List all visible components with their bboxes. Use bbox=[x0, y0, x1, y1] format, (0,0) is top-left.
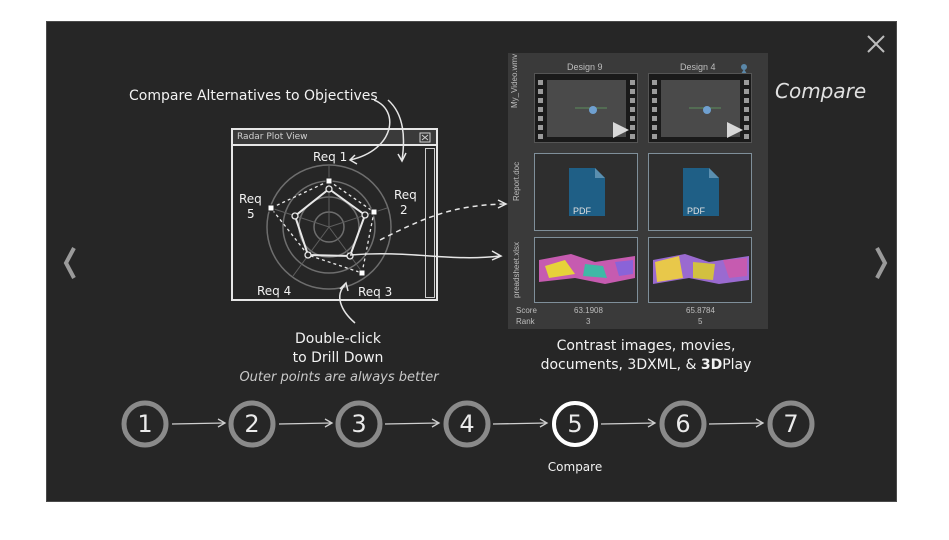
brand-3d: 3D bbox=[700, 357, 723, 373]
design-b-header: Design 4 bbox=[680, 62, 716, 72]
window-close-icon[interactable] bbox=[419, 132, 431, 143]
radar-point-req3 bbox=[358, 269, 366, 277]
previous-arrow-icon[interactable] bbox=[62, 246, 78, 280]
score-value-a: 63.1908 bbox=[574, 306, 603, 315]
score-label: Score bbox=[516, 306, 537, 315]
rank-value-b: 5 bbox=[698, 317, 703, 326]
step-1-number: 1 bbox=[137, 410, 153, 438]
step-7-number: 7 bbox=[783, 410, 799, 438]
step-3-button[interactable]: 3 bbox=[334, 399, 384, 449]
contrast-annotation-line2: documents, 3DXML, & 3DPlay bbox=[530, 357, 762, 373]
drill-annotation-line2: to Drill Down bbox=[292, 350, 384, 366]
req5-label-line1: Req bbox=[239, 192, 262, 206]
req5-label-line2: 5 bbox=[247, 207, 255, 221]
radar-window-title: Radar Plot View bbox=[233, 130, 436, 146]
document-thumbnail-b[interactable]: PDF bbox=[648, 153, 752, 231]
video-thumbnail-b[interactable] bbox=[648, 73, 752, 143]
pdf-label-a: PDF bbox=[573, 206, 591, 216]
pdf-label-b: PDF bbox=[687, 206, 705, 216]
radar-scrollbar[interactable] bbox=[425, 148, 435, 298]
radar-point-req2 bbox=[370, 208, 378, 216]
req3-label: Req 3 bbox=[358, 285, 393, 299]
radar-point-req1 bbox=[325, 177, 333, 185]
page-title: Compare bbox=[775, 79, 867, 103]
step-5-caption: Compare bbox=[547, 460, 603, 474]
document-thumbnail-a[interactable]: PDF bbox=[534, 153, 638, 231]
design-a-header: Design 9 bbox=[567, 62, 603, 72]
req4-label: Req 4 bbox=[257, 284, 292, 298]
compare-panel: Design 9 Design 4 My_Video.wmv Report.do… bbox=[508, 53, 768, 329]
rank-label: Rank bbox=[516, 317, 535, 326]
step-3-number: 3 bbox=[351, 410, 367, 438]
model-thumbnail-a[interactable] bbox=[534, 237, 638, 303]
step-6-number: 6 bbox=[675, 410, 691, 438]
video-thumbnail-a[interactable] bbox=[534, 73, 638, 143]
next-arrow-icon[interactable] bbox=[873, 246, 889, 280]
req2-label-line1: Req bbox=[394, 188, 417, 202]
drill-annotation-line1: Double-click bbox=[295, 331, 381, 347]
step-1-button[interactable]: 1 bbox=[120, 399, 170, 449]
model-thumbnail-b[interactable] bbox=[648, 237, 752, 303]
step-6-button[interactable]: 6 bbox=[658, 399, 708, 449]
contrast-prefix: documents, 3DXML, & bbox=[540, 357, 701, 373]
req2-label-line2: 2 bbox=[400, 203, 408, 217]
brand-play: Play bbox=[722, 357, 752, 373]
step-2-number: 2 bbox=[244, 410, 260, 438]
pdf-file-icon bbox=[683, 168, 719, 216]
step-7-button[interactable]: 7 bbox=[766, 399, 816, 449]
rank-value-a: 3 bbox=[586, 317, 591, 326]
compare-objectives-annotation: Compare Alternatives to Objectives bbox=[129, 88, 378, 104]
radar-point-req5 bbox=[267, 204, 275, 212]
pin-icon[interactable] bbox=[739, 63, 749, 75]
contrast-annotation-line1: Contrast images, movies, bbox=[556, 338, 736, 354]
score-value-b: 65.8784 bbox=[686, 306, 715, 315]
step-2-button[interactable]: 2 bbox=[227, 399, 277, 449]
close-icon[interactable] bbox=[864, 32, 888, 56]
step-5-button[interactable]: 5 bbox=[550, 399, 600, 449]
step-5-number: 5 bbox=[567, 410, 583, 438]
outer-points-note: Outer points are always better bbox=[239, 370, 439, 385]
step-4-button[interactable]: 4 bbox=[442, 399, 492, 449]
radar-plot bbox=[266, 164, 392, 290]
req1-label: Req 1 bbox=[313, 150, 348, 164]
pdf-file-icon bbox=[569, 168, 605, 216]
step-4-number: 4 bbox=[459, 410, 475, 438]
